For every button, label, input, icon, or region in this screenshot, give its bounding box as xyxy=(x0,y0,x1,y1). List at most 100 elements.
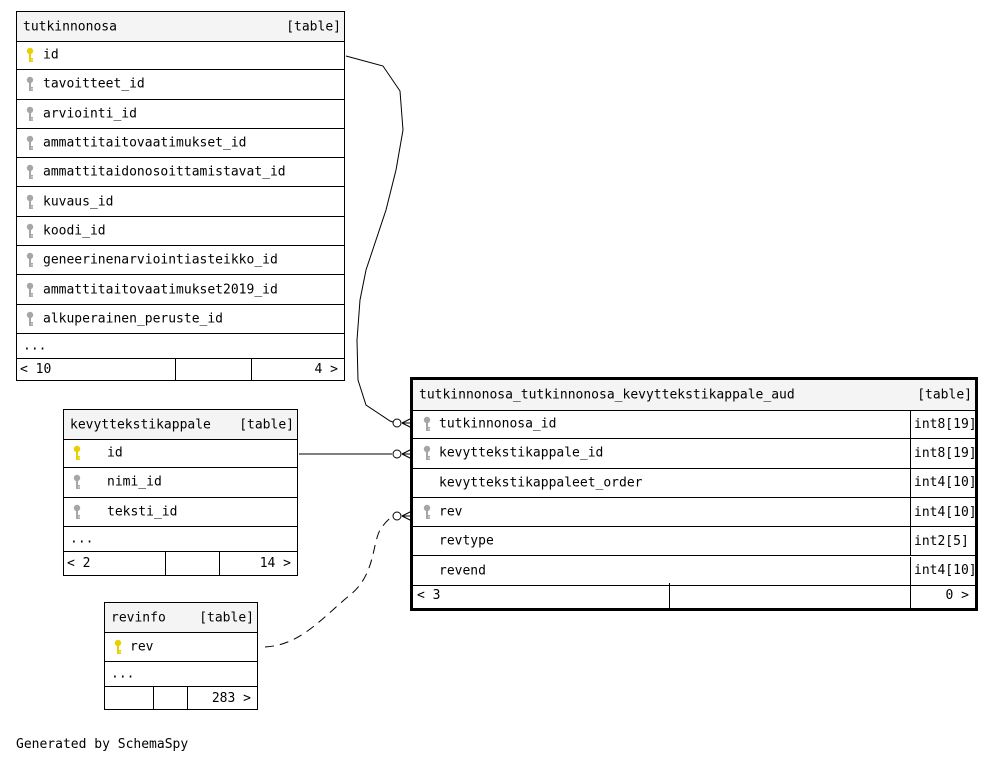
foreign-key-icon xyxy=(26,164,34,180)
foreign-key-icon xyxy=(423,445,431,461)
column-name: revtype xyxy=(439,533,494,549)
column-row-ammattitaitovaatimukset2019-id[interactable]: ammattitaitovaatimukset2019_id xyxy=(17,275,344,305)
table-header: revinfo [table] xyxy=(105,603,257,633)
foreign-key-icon xyxy=(423,416,431,432)
children-count[interactable]: 283 > xyxy=(211,690,251,706)
column-row-koodi-id[interactable]: koodi_id xyxy=(17,217,344,247)
column-row-revend[interactable]: revend int4[10] xyxy=(413,556,977,586)
foreign-key-icon xyxy=(26,106,34,122)
ellipsis: ... xyxy=(111,666,135,682)
column-name: tutkinnonosa_id xyxy=(439,416,557,432)
foreign-key-icon xyxy=(26,282,34,298)
table-header: kevyttekstikappale [table] xyxy=(64,410,297,440)
footer-spacer xyxy=(670,583,911,608)
column-row-id[interactable]: id xyxy=(64,439,297,469)
column-name: geneerinenarviointiasteikko_id xyxy=(43,252,278,268)
foreign-key-icon xyxy=(423,504,431,520)
column-name: kevyttekstikappaleet_order xyxy=(439,475,643,491)
column-type: int4[10] xyxy=(910,468,977,497)
more-columns-row: ... xyxy=(105,662,257,687)
column-row-arviointi-id[interactable]: arviointi_id xyxy=(17,100,344,129)
parents-count[interactable]: < 2 xyxy=(64,552,166,575)
column-name: rev xyxy=(130,639,154,654)
generated-by-credit: Generated by SchemaSpy xyxy=(16,737,189,752)
parents-count[interactable] xyxy=(105,687,154,709)
footer-spacer xyxy=(166,552,220,575)
column-row-teksti-id[interactable]: teksti_id xyxy=(64,498,297,527)
column-name: teksti_id xyxy=(107,504,178,520)
table-kind: [table] xyxy=(917,387,972,403)
table-name: tutkinnonosa_tutkinnonosa_kevyttekstikap… xyxy=(419,387,795,403)
column-row-tavoitteet-id[interactable]: tavoitteet_id xyxy=(17,70,344,100)
column-row-alkuperainen-peruste-id[interactable]: alkuperainen_peruste_id xyxy=(17,305,344,334)
table-header: tutkinnonosa_tutkinnonosa_kevyttekstikap… xyxy=(413,380,975,411)
optional-marker-3 xyxy=(392,511,402,521)
children-count[interactable]: 0 > xyxy=(945,588,969,603)
foreign-key-icon xyxy=(26,223,34,239)
optional-marker-2 xyxy=(392,449,402,459)
column-row-rev[interactable]: rev int4[10] xyxy=(413,497,977,528)
column-row-id[interactable]: id xyxy=(17,41,344,71)
column-name: kuvaus_id xyxy=(43,194,114,210)
column-row-nimi-id[interactable]: nimi_id xyxy=(64,468,297,498)
table-name: kevyttekstikappale xyxy=(70,417,211,432)
table-footer: < 10 4 > xyxy=(17,358,344,380)
table-tutkinnonosa-tutkinnonosa-kevyttekstikappale-aud[interactable]: tutkinnonosa_tutkinnonosa_kevyttekstikap… xyxy=(410,377,978,611)
footer-spacer xyxy=(176,358,252,380)
column-name: revend xyxy=(439,563,486,579)
column-name: id xyxy=(43,47,59,63)
primary-key-icon xyxy=(114,639,122,655)
column-type: int8[19] xyxy=(910,439,977,468)
table-kind: [table] xyxy=(199,610,254,625)
column-row-geneerinenarviointiasteikko-id[interactable]: geneerinenarviointiasteikko_id xyxy=(17,246,344,276)
column-type: int2[5] xyxy=(910,527,975,556)
children-count[interactable]: 14 > xyxy=(259,556,291,571)
column-row-rev[interactable]: rev xyxy=(105,632,257,662)
ellipsis: ... xyxy=(70,531,94,547)
foreign-key-icon xyxy=(26,311,34,327)
primary-key-icon xyxy=(73,445,81,461)
column-row-ammattitaidonosoittamistavat-id[interactable]: ammattitaidonosoittamistavat_id xyxy=(17,158,344,188)
table-footer: < 2 14 > xyxy=(64,552,297,575)
column-type: int4[10] xyxy=(910,497,977,527)
column-name: alkuperainen_peruste_id xyxy=(43,311,224,327)
column-name: ammattitaitovaatimukset_id xyxy=(43,135,247,151)
foreign-key-icon xyxy=(26,135,34,151)
parents-count[interactable]: < 10 xyxy=(17,358,176,380)
column-name: arviointi_id xyxy=(43,106,137,122)
parents-count[interactable]: < 3 xyxy=(413,583,670,608)
column-type: int4[10] xyxy=(910,556,977,585)
column-name: id xyxy=(107,445,123,461)
column-name: ammattitaitovaatimukset2019_id xyxy=(43,282,278,298)
column-row-revtype[interactable]: revtype int2[5] xyxy=(413,527,975,557)
footer-spacer xyxy=(154,687,188,709)
column-row-ammattitaitovaatimukset-id[interactable]: ammattitaitovaatimukset_id xyxy=(17,129,344,159)
column-name: tavoitteet_id xyxy=(43,76,145,92)
children-count[interactable]: 4 > xyxy=(314,361,338,377)
relationship-line-revinfo xyxy=(264,515,394,648)
table-header: tutkinnonosa [table] xyxy=(17,12,344,42)
primary-key-icon xyxy=(26,47,34,63)
foreign-key-icon xyxy=(73,504,81,520)
table-kind: [table] xyxy=(239,417,294,432)
table-footer: 283 > xyxy=(105,687,257,709)
column-name: koodi_id xyxy=(43,223,106,239)
column-name: rev xyxy=(439,504,463,520)
column-row-kuvaus-id[interactable]: kuvaus_id xyxy=(17,188,344,217)
ellipsis: ... xyxy=(23,338,47,354)
table-kind: [table] xyxy=(286,19,341,34)
column-name: ammattitaidonosoittamistavat_id xyxy=(43,164,286,180)
column-row-kevyttekstikappaleet-order[interactable]: kevyttekstikappaleet_order int4[10] xyxy=(413,468,977,498)
column-type: int8[19] xyxy=(910,410,977,439)
column-row-tutkinnonosa-id[interactable]: tutkinnonosa_id int8[19] xyxy=(413,410,977,440)
table-revinfo[interactable]: revinfo [table] rev ... 283 > xyxy=(104,602,258,710)
foreign-key-icon xyxy=(26,252,34,268)
table-name: revinfo xyxy=(111,610,166,625)
column-name: kevyttekstikappale_id xyxy=(439,445,604,461)
foreign-key-icon xyxy=(26,76,34,92)
column-row-kevyttekstikappale-id[interactable]: kevyttekstikappale_id int8[19] xyxy=(413,439,977,469)
foreign-key-icon xyxy=(73,474,81,490)
